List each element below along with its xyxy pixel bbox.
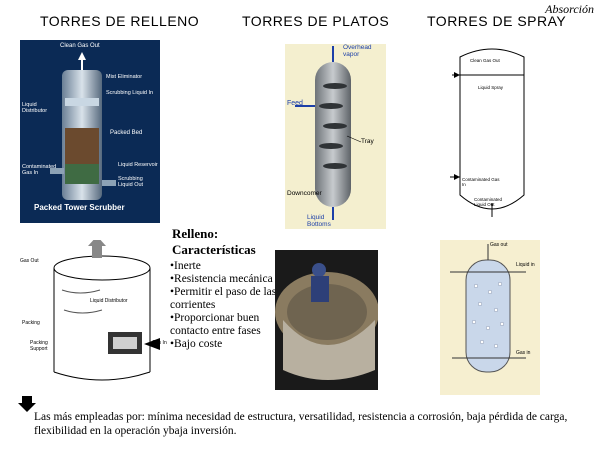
relleno-item: •Permitir el paso de las corrientes xyxy=(170,286,277,311)
heading-spray: TORRES DE SPRAY xyxy=(427,13,567,29)
label-sketch-distributor: Liquid Distributor xyxy=(90,298,128,304)
label-clean-gas-out: Clean Gas Out xyxy=(60,43,100,49)
section-label: Absorción xyxy=(545,2,594,16)
bottom-summary-text: Las más empleadas por: mínima necesidad … xyxy=(34,411,568,437)
label-spray2-liquid-in: Liquid in xyxy=(516,262,535,268)
relleno-item: •Proporcionar buen contacto entre fases xyxy=(170,312,261,337)
heading-platos: TORRES DE PLATOS xyxy=(242,13,390,29)
arrow-down-icon xyxy=(18,396,36,412)
label-liquid-bottoms: Liquid Bottoms xyxy=(307,214,331,228)
tray-column-diagram xyxy=(295,46,362,220)
caption-packed-tower: Packed Tower Scrubber xyxy=(34,203,125,212)
relleno-list: •Inerte •Resistencia mecánica •Permitir … xyxy=(170,260,280,351)
label-contaminated-gas: Contaminated Gas In xyxy=(22,164,57,176)
spray-droplets-image: Gas out Liquid in Gas in xyxy=(440,240,540,395)
sketch-tower-image: Gas Out Packing Liquid Distributor Packi… xyxy=(20,240,168,392)
sketch-tower-diagram xyxy=(53,240,160,381)
label-liquid-distributor: Liquid Distributor xyxy=(22,102,48,114)
relleno-title-line1: Relleno: xyxy=(172,226,219,241)
label-sketch-support: Packing Support xyxy=(30,340,48,352)
label-spray-liquid: Liquid Spray xyxy=(478,85,504,90)
label-spray-clean-gas: Clean Gas Out xyxy=(470,58,500,63)
relleno-title: Relleno: Características xyxy=(172,226,256,258)
heading-relleno: TORRES DE RELLENO xyxy=(40,13,200,29)
packing-photo-drawing xyxy=(275,263,378,380)
label-spray2-gas-in: Gas in xyxy=(516,350,531,356)
label-downcomer: Downcomer xyxy=(287,190,322,197)
label-sketch-packing: Packing xyxy=(22,320,40,326)
spray-tower-image: Clean Gas Out Liquid Spray Contaminated … xyxy=(440,45,545,220)
label-packed-bed: Packed Bed xyxy=(110,130,143,136)
packed-tower-image: Clean Gas Out Mist Eliminator Scrubbing … xyxy=(20,40,160,223)
spray-droplets-diagram xyxy=(450,244,526,373)
label-sketch-gas-out: Gas Out xyxy=(20,258,39,264)
packed-tower-diagram xyxy=(50,52,116,200)
relleno-item: •Bajo coste xyxy=(170,338,223,350)
relleno-item: •Resistencia mecánica xyxy=(170,273,273,285)
label-spray2-gas-out: Gas out xyxy=(490,242,508,248)
label-mist-eliminator: Mist Eliminator xyxy=(106,74,143,80)
label-spray-liquid-out: Contaminated Liquid Out xyxy=(474,197,503,207)
tray-column-image: Overhead vapor Feed Tray Downcomer Liqui… xyxy=(285,44,386,229)
label-liquid-out: Scrubbing Liquid Out xyxy=(118,176,144,188)
label-overhead-vapor: Overhead vapor xyxy=(343,44,372,58)
label-sketch-gas-in: Gas In xyxy=(152,340,167,346)
relleno-title-line2: Características xyxy=(172,242,256,257)
relleno-item: •Inerte xyxy=(170,260,201,272)
label-feed: Feed xyxy=(287,100,303,107)
label-tray: Tray xyxy=(361,138,374,145)
spray-tower-diagram xyxy=(450,48,525,217)
label-spray-contaminated-gas: Contaminated Gas In xyxy=(462,177,500,187)
label-liquid-reservoir: Liquid Reservoir xyxy=(118,162,158,168)
label-scrubbing-liquid: Scrubbing Liquid In xyxy=(106,90,154,96)
packing-photo xyxy=(275,250,378,390)
